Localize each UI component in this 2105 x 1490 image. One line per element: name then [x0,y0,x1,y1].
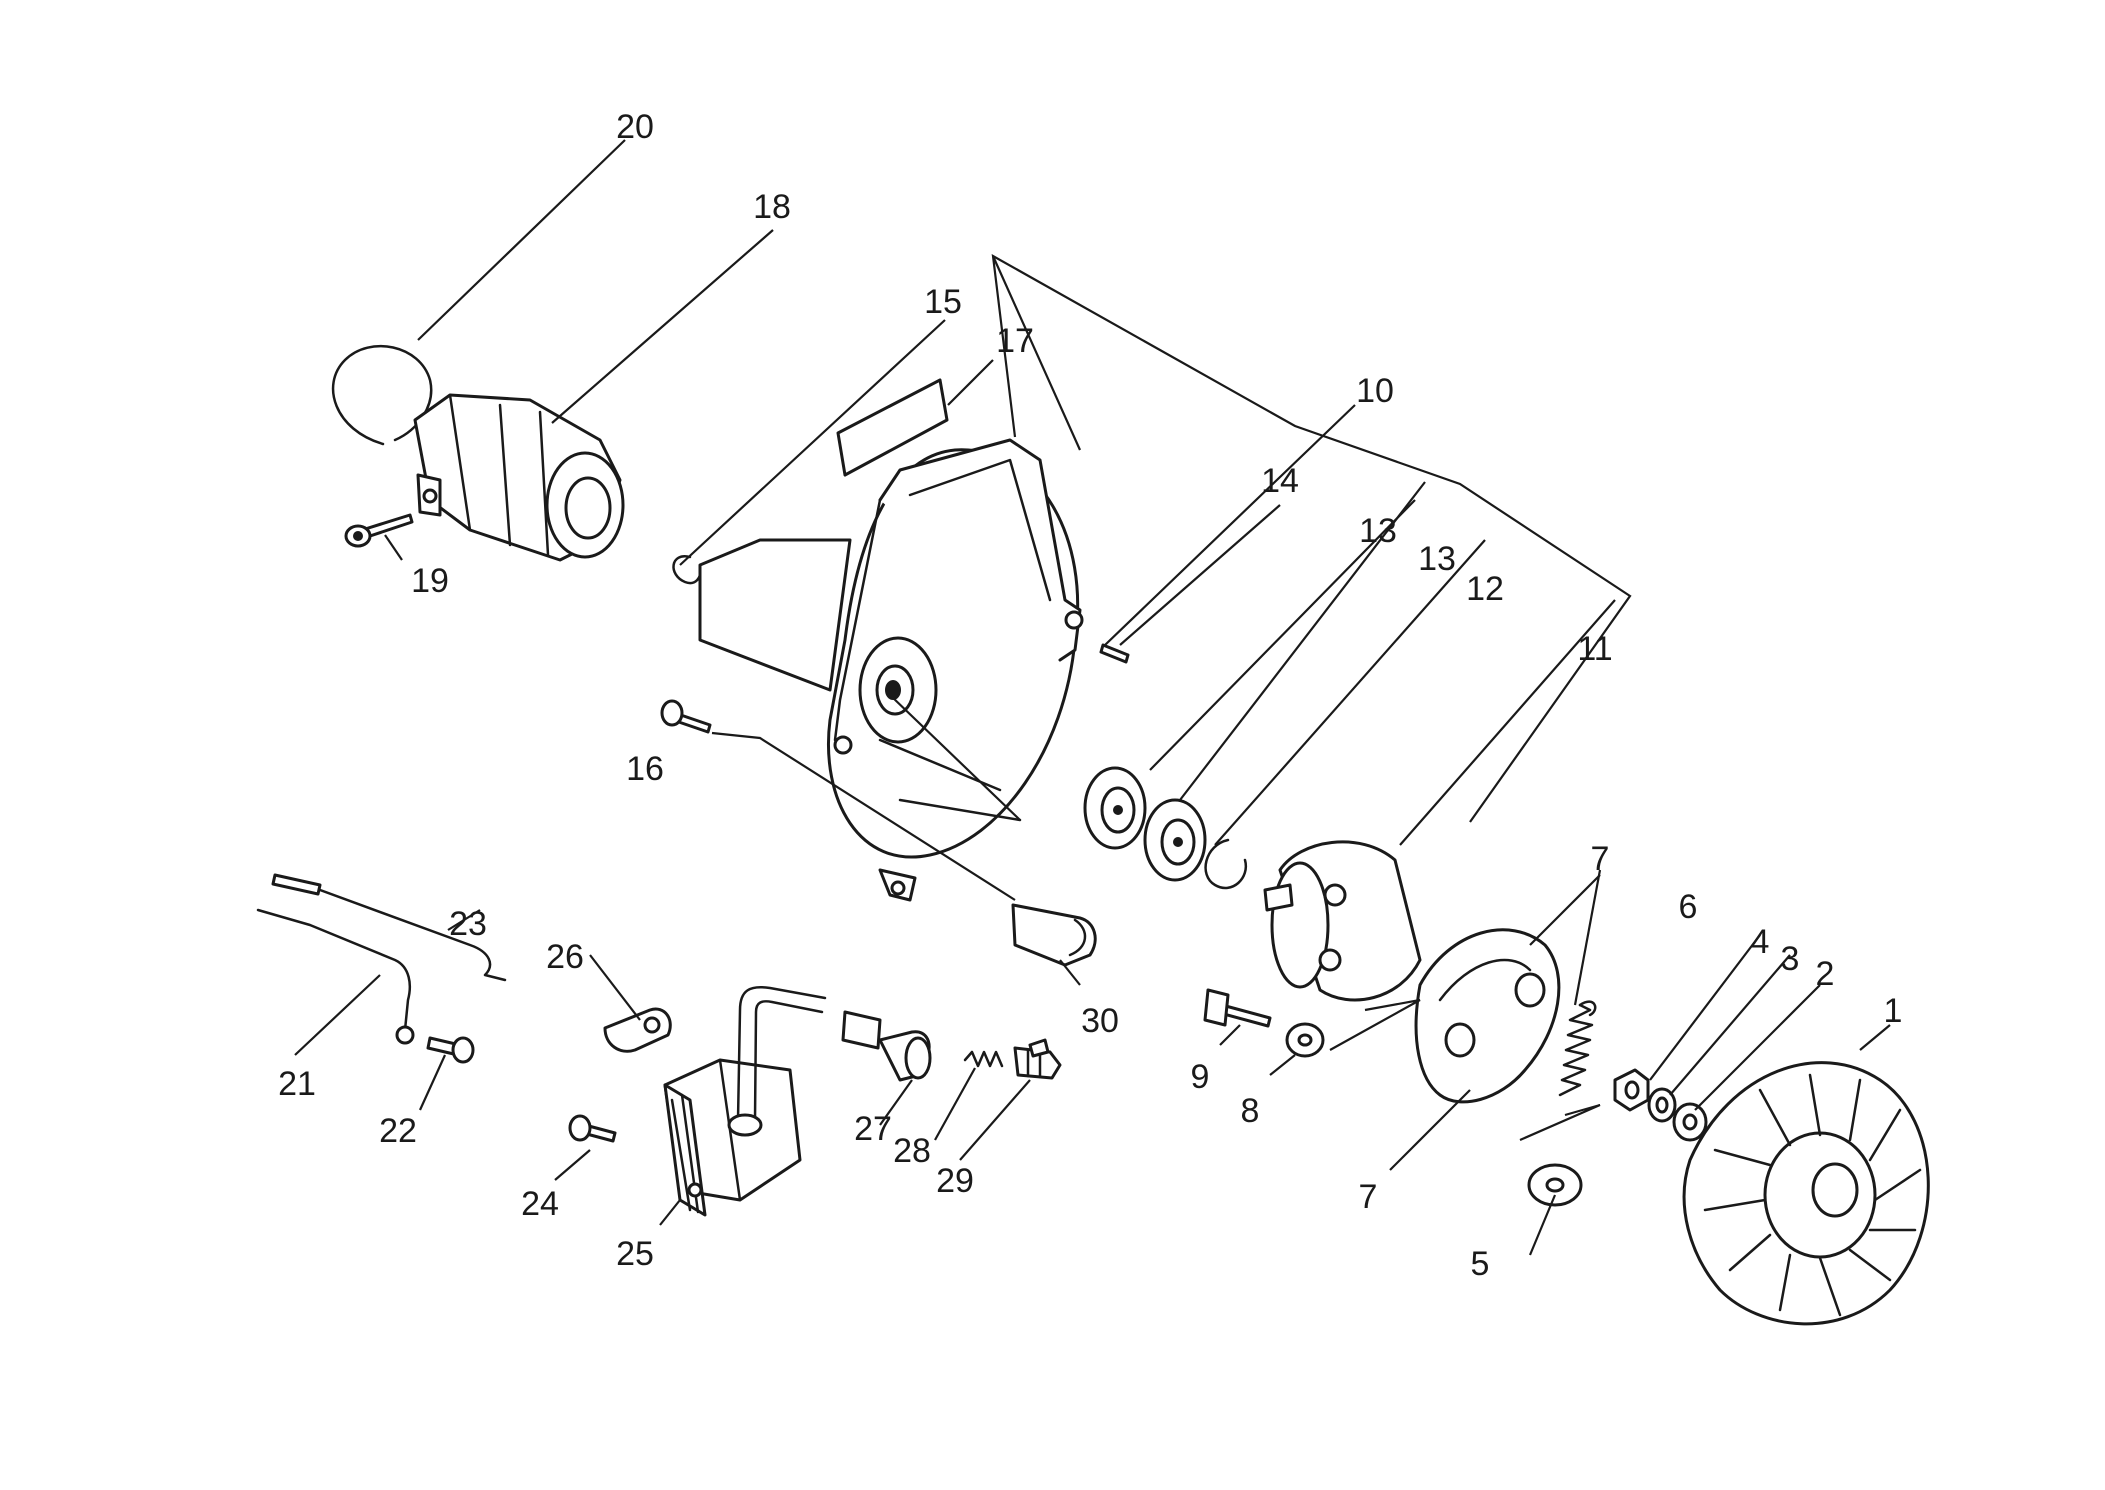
callout-6: 6 [1679,888,1698,926]
callout-21: 21 [278,1065,316,1103]
part-ignition-coil-25 [663,986,827,1217]
part-spring-28 [963,1050,1004,1068]
callout-20: 20 [616,108,654,146]
part-screw-19 [344,513,414,548]
part-washer-2 [1672,1102,1708,1142]
callout-9: 9 [1191,1058,1210,1096]
callout-13a: 13 [1359,512,1397,550]
callout-8: 8 [1241,1092,1260,1130]
part-wire-21 [256,908,415,1045]
part-housing-18 [413,393,625,562]
callout-22: 22 [379,1112,417,1150]
part-washer-8 [1285,1022,1325,1058]
part-boot-27 [841,1010,932,1082]
part-fan-impeller-1 [1682,1061,1930,1326]
leader-lines [294,139,1891,1256]
part-bracket-30 [1011,903,1097,967]
callout-16: 16 [626,750,664,788]
part-pin-14 [1099,643,1130,664]
part-screw-22 [426,1036,475,1064]
callout-5: 5 [1471,1245,1490,1283]
part-spring-6 [1558,1000,1597,1097]
callout-14: 14 [1261,462,1299,500]
part-bearing-13a [1083,766,1147,850]
part-clutch-drum-11 [1263,840,1422,1002]
part-screw-24 [568,1114,617,1143]
callout-23: 23 [449,905,487,943]
callout-29: 29 [936,1162,974,1200]
callout-2: 2 [1816,955,1835,993]
part-washer-5 [1527,1163,1583,1207]
callout-27: 27 [854,1110,892,1148]
callout-7a: 7 [1591,840,1610,878]
callout-18: 18 [753,188,791,226]
part-bolt-9 [1203,988,1272,1028]
part-wire-23 [271,873,507,982]
callout-4: 4 [1751,923,1770,961]
part-snap-ring-12 [1204,838,1248,890]
callout-30: 30 [1081,1002,1119,1040]
callout-26: 26 [546,938,584,976]
callout-28: 28 [893,1132,931,1170]
callout-1: 1 [1884,992,1903,1030]
callout-13b: 13 [1418,540,1456,578]
callout-11: 11 [1577,630,1612,668]
callout-3: 3 [1781,940,1800,978]
callout-25: 25 [616,1235,654,1273]
callout-17: 17 [996,322,1034,360]
callout-10: 10 [1356,372,1394,410]
part-terminal-29 [1013,1038,1062,1080]
part-label-17 [836,378,949,477]
part-clip-26 [603,1007,672,1053]
part-clutch-shoe-7 [1414,928,1561,1104]
callout-7b: 7 [1359,1178,1378,1216]
part-bearing-13b [1143,798,1207,882]
part-bolt-16 [660,699,712,734]
callout-12: 12 [1466,570,1504,608]
callout-19: 19 [411,562,449,600]
part-lockwasher-3 [1647,1087,1677,1123]
part-clip-15 [672,555,702,585]
callout-15: 15 [924,283,962,321]
part-fan-case [698,438,1084,902]
callout-labels: 20 18 15 17 10 14 13 13 12 11 19 16 23 2… [278,108,1902,1283]
callout-24: 24 [521,1185,559,1223]
part-nut-4 [1613,1068,1650,1112]
